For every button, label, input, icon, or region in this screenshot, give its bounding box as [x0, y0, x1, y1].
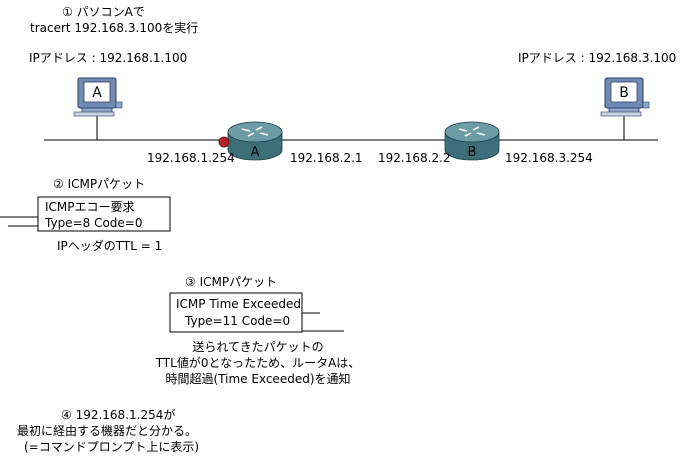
step3-desc-line3: 時間超過(Time Exceeded)を通知 — [165, 372, 351, 386]
host-a-ip-label: IPアドレス : 192.168.1.100 — [29, 51, 188, 65]
router-a-interface-dot — [218, 136, 230, 148]
router-a-left-ip: 192.168.1.254 — [147, 151, 235, 165]
icmp-time-exceeded-box — [169, 292, 303, 333]
step3-desc-line2: TTL値が0となったため、ルータAは、 — [155, 356, 361, 370]
pc-b-icon — [600, 77, 650, 140]
router-b-right-ip: 192.168.3.254 — [505, 151, 593, 165]
step3-packet-line2: Type=11 Code=0 — [185, 314, 291, 328]
step1-label: ① パソコンAで — [62, 5, 145, 19]
router-b-label: B — [468, 145, 477, 160]
pc-a-label: A — [92, 85, 102, 101]
step2-label: ② ICMPパケット — [53, 177, 146, 191]
router-a-icon — [227, 121, 283, 161]
step3-desc-line1: 送られてきたパケットの — [192, 340, 324, 354]
router-b-left-ip: 192.168.2.2 — [378, 151, 451, 165]
pc-a-icon — [73, 77, 123, 140]
host-b-ip-label: IPアドレス : 192.168.3.100 — [518, 51, 677, 65]
step3-label: ③ ICMPパケット — [185, 275, 278, 289]
step4-line3: (=コマンドプロンプト上に表示) — [24, 440, 200, 454]
router-b-icon — [444, 121, 500, 161]
step1-command: tracert 192.168.3.100を実行 — [30, 21, 199, 35]
step4-line1: ④ 192.168.1.254が — [61, 408, 176, 422]
step2-packet-line2: Type=8 Code=0 — [45, 216, 143, 230]
router-a-label: A — [251, 145, 260, 160]
icmp-echo-request-box — [37, 196, 171, 232]
step4-line2: 最初に経由する機器だと分かる。 — [17, 424, 198, 438]
pc-b-label: B — [619, 85, 629, 101]
step3-packet-line1: ICMP Time Exceeded — [176, 297, 301, 311]
step2-ip-header: IPヘッダのTTL = 1 — [57, 239, 163, 253]
router-a-right-ip: 192.168.2.1 — [290, 151, 363, 165]
step2-packet-line1: ICMPエコー要求 — [45, 200, 135, 214]
